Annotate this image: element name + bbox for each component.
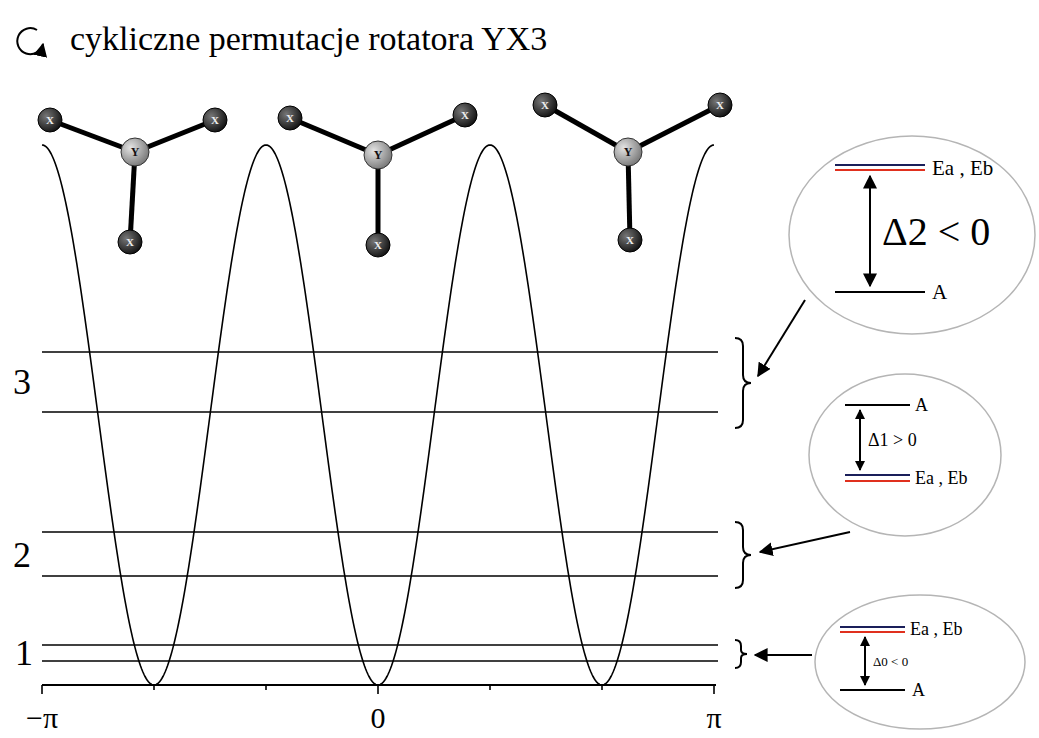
sublevel-line	[845, 480, 910, 482]
sublevel-line	[835, 169, 925, 171]
axis-label: π	[706, 703, 721, 733]
circle-outline	[814, 594, 1026, 730]
atom-x	[366, 233, 390, 257]
atom-label: X	[716, 100, 724, 111]
level-scheme-circle: A Δ1 > 0 Ea , Eb	[808, 373, 1002, 537]
atom-y	[614, 138, 642, 166]
sublevel-line	[840, 626, 905, 628]
sublevel-line	[835, 291, 925, 293]
splitting-label: Δ0 < 0	[873, 655, 908, 668]
atom-label: X	[626, 235, 634, 246]
rotation-icon	[17, 28, 43, 54]
level-number: 3	[13, 364, 31, 400]
molecule	[278, 103, 477, 257]
energy-level	[42, 660, 718, 661]
splitting-arrow	[864, 637, 866, 685]
axis-label: −π	[26, 703, 58, 733]
atom-label: X	[211, 115, 219, 126]
brace	[735, 522, 751, 588]
leader-arrow	[755, 654, 812, 656]
level-label: A	[912, 681, 925, 699]
energy-level	[42, 644, 718, 645]
sublevel-line	[840, 689, 905, 691]
circle-outline	[809, 374, 1001, 536]
splitting-label: Δ2 < 0	[882, 212, 990, 252]
sublevel-line	[845, 404, 910, 406]
energy-level	[42, 575, 718, 576]
splitting-arrow	[859, 410, 861, 470]
circle-outline	[815, 595, 1025, 729]
sublevel-line	[840, 631, 905, 633]
atom-label: Y	[374, 149, 383, 161]
atom-x	[453, 103, 477, 127]
axis	[42, 684, 716, 686]
energy-level	[42, 411, 718, 412]
axis-tick	[377, 685, 379, 694]
splitting-label: Δ1 > 0	[868, 431, 917, 449]
title: cykliczne permutacje rotatora YX3	[70, 20, 547, 57]
leader-arrow	[758, 300, 805, 376]
atom-label: X	[126, 237, 134, 248]
energy-level	[42, 351, 718, 352]
atom-x	[38, 108, 62, 132]
level-label: Ea , Eb	[915, 469, 967, 487]
atom-label: X	[541, 100, 549, 111]
molecules	[38, 93, 732, 257]
atom-y	[121, 138, 149, 166]
axis-tick	[41, 685, 43, 694]
atom-label: X	[286, 113, 294, 124]
circle-outline	[808, 373, 1002, 537]
atom-x	[278, 106, 302, 130]
potential-plot	[42, 145, 718, 694]
atom-x	[118, 230, 142, 254]
brace	[735, 640, 747, 668]
axis-tick	[713, 685, 715, 694]
level-number: 1	[15, 635, 33, 671]
level-scheme-circle: Ea , Eb Δ0 < 0 A	[814, 594, 1026, 730]
level-number: 2	[13, 537, 31, 573]
level-label: A	[915, 396, 928, 414]
potential-curve	[42, 145, 714, 685]
level-label: A	[932, 282, 947, 303]
level-scheme-circle: Ea , Eb Δ2 < 0 A	[788, 135, 1036, 335]
splitting-arrow	[869, 176, 871, 286]
atom-y	[364, 141, 392, 169]
axis-tick	[265, 685, 267, 690]
axis-tick	[489, 685, 491, 690]
bond	[628, 105, 720, 152]
axis-tick	[153, 685, 155, 690]
sublevel-line	[835, 164, 925, 166]
brace	[735, 338, 751, 428]
leader-arrow	[760, 532, 850, 552]
atom-x	[708, 93, 732, 117]
atom-label: X	[46, 115, 54, 126]
circle-outline	[789, 136, 1035, 334]
level-label: Ea , Eb	[932, 158, 993, 179]
level-label: Ea , Eb	[910, 620, 962, 638]
atom-x	[618, 228, 642, 252]
axis-label: 0	[371, 703, 386, 733]
energy-level	[42, 531, 718, 532]
sublevel-line	[845, 474, 910, 476]
molecule	[38, 108, 227, 254]
atom-label: Y	[624, 146, 633, 158]
molecule	[533, 93, 732, 252]
atom-label: Y	[131, 146, 140, 158]
atom-x	[533, 93, 557, 117]
atom-label: X	[461, 110, 469, 121]
atom-x	[203, 108, 227, 132]
atom-label: X	[374, 240, 382, 251]
axis-tick	[601, 685, 603, 690]
